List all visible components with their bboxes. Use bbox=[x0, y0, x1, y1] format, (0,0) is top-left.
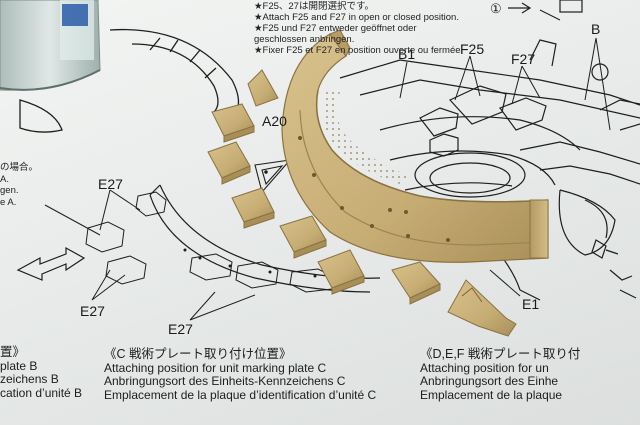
top-note-line1: ★F25、27は開閉選択です。 bbox=[254, 1, 375, 12]
caption-right-line1: 《D,E,F 戦術プレート取り付 bbox=[420, 347, 581, 361]
caption-center-line2: Attaching position for unit marking plat… bbox=[104, 360, 327, 375]
arrow-icon bbox=[508, 0, 583, 14]
top-note-line5: ★Fixer F25 et F27 en position ouverte ou… bbox=[254, 45, 464, 56]
top-note-line2: ★Attach F25 and F27 in open or closed po… bbox=[254, 12, 459, 23]
label-e27-mid: E27 bbox=[80, 303, 105, 319]
left-note: の場合。 A. gen. e A. bbox=[0, 162, 38, 208]
caption-right-line3: Anbringungsort des Einhe bbox=[420, 374, 559, 388]
top-note: ★F25、27は開閉選択です。 ★Attach F25 and F27 in o… bbox=[254, 1, 463, 56]
label-e1: E1 bbox=[522, 296, 540, 312]
caption-center-line3: Anbringungsort des Einheits-Kennzeichens… bbox=[104, 374, 346, 388]
paint-bottle bbox=[0, 0, 101, 91]
caption-center: 《C 戦術プレート取り付け位置》 Attaching position for … bbox=[104, 347, 377, 402]
label-e27-bottom: E27 bbox=[168, 321, 193, 337]
caption-left: 置》 plate B zeichens B cation d’unité B bbox=[0, 345, 83, 400]
caption-left-line1: 置》 bbox=[0, 345, 26, 359]
caption-center-line1: 《C 戦術プレート取り付け位置》 bbox=[104, 347, 292, 361]
top-note-line4: geschlossen anbringen. bbox=[254, 34, 355, 45]
left-note-line3: gen. bbox=[0, 185, 19, 196]
label-e27-top: E27 bbox=[98, 176, 123, 192]
caption-left-line4: cation d’unité B bbox=[0, 385, 83, 400]
triangle-plate-drawing bbox=[254, 159, 292, 194]
resin-curved-guard bbox=[281, 29, 549, 263]
leader-lines bbox=[44, 9, 611, 321]
caption-left-line2: plate B bbox=[0, 358, 38, 373]
left-note-line2: A. bbox=[0, 173, 9, 185]
left-note-line1: の場合。 bbox=[0, 162, 39, 173]
caption-center-line4: Emplacement de la plaque d’identificatio… bbox=[104, 387, 377, 402]
caption-right-line2: Attaching position for un bbox=[420, 360, 549, 375]
label-b1: B1 bbox=[398, 46, 416, 62]
caption-right-line4: Emplacement de la plaque bbox=[420, 387, 563, 402]
caption-left-line3: zeichens B bbox=[0, 372, 59, 386]
top-note-line3: ★F25 und F27 entweder geöffnet oder bbox=[254, 23, 417, 34]
label-b: B bbox=[591, 21, 601, 37]
label-f27: F27 bbox=[511, 51, 536, 67]
label-step-number: ① bbox=[490, 1, 502, 16]
turret-line-drawing bbox=[339, 39, 640, 301]
resin-plates bbox=[207, 69, 517, 337]
label-a20: A20 bbox=[262, 113, 287, 129]
left-note-line4: e A. bbox=[0, 196, 17, 208]
double-arrow bbox=[16, 246, 86, 281]
caption-right: 《D,E,F 戦術プレート取り付 Attaching position for … bbox=[420, 347, 581, 402]
label-f25: F25 bbox=[460, 41, 485, 57]
